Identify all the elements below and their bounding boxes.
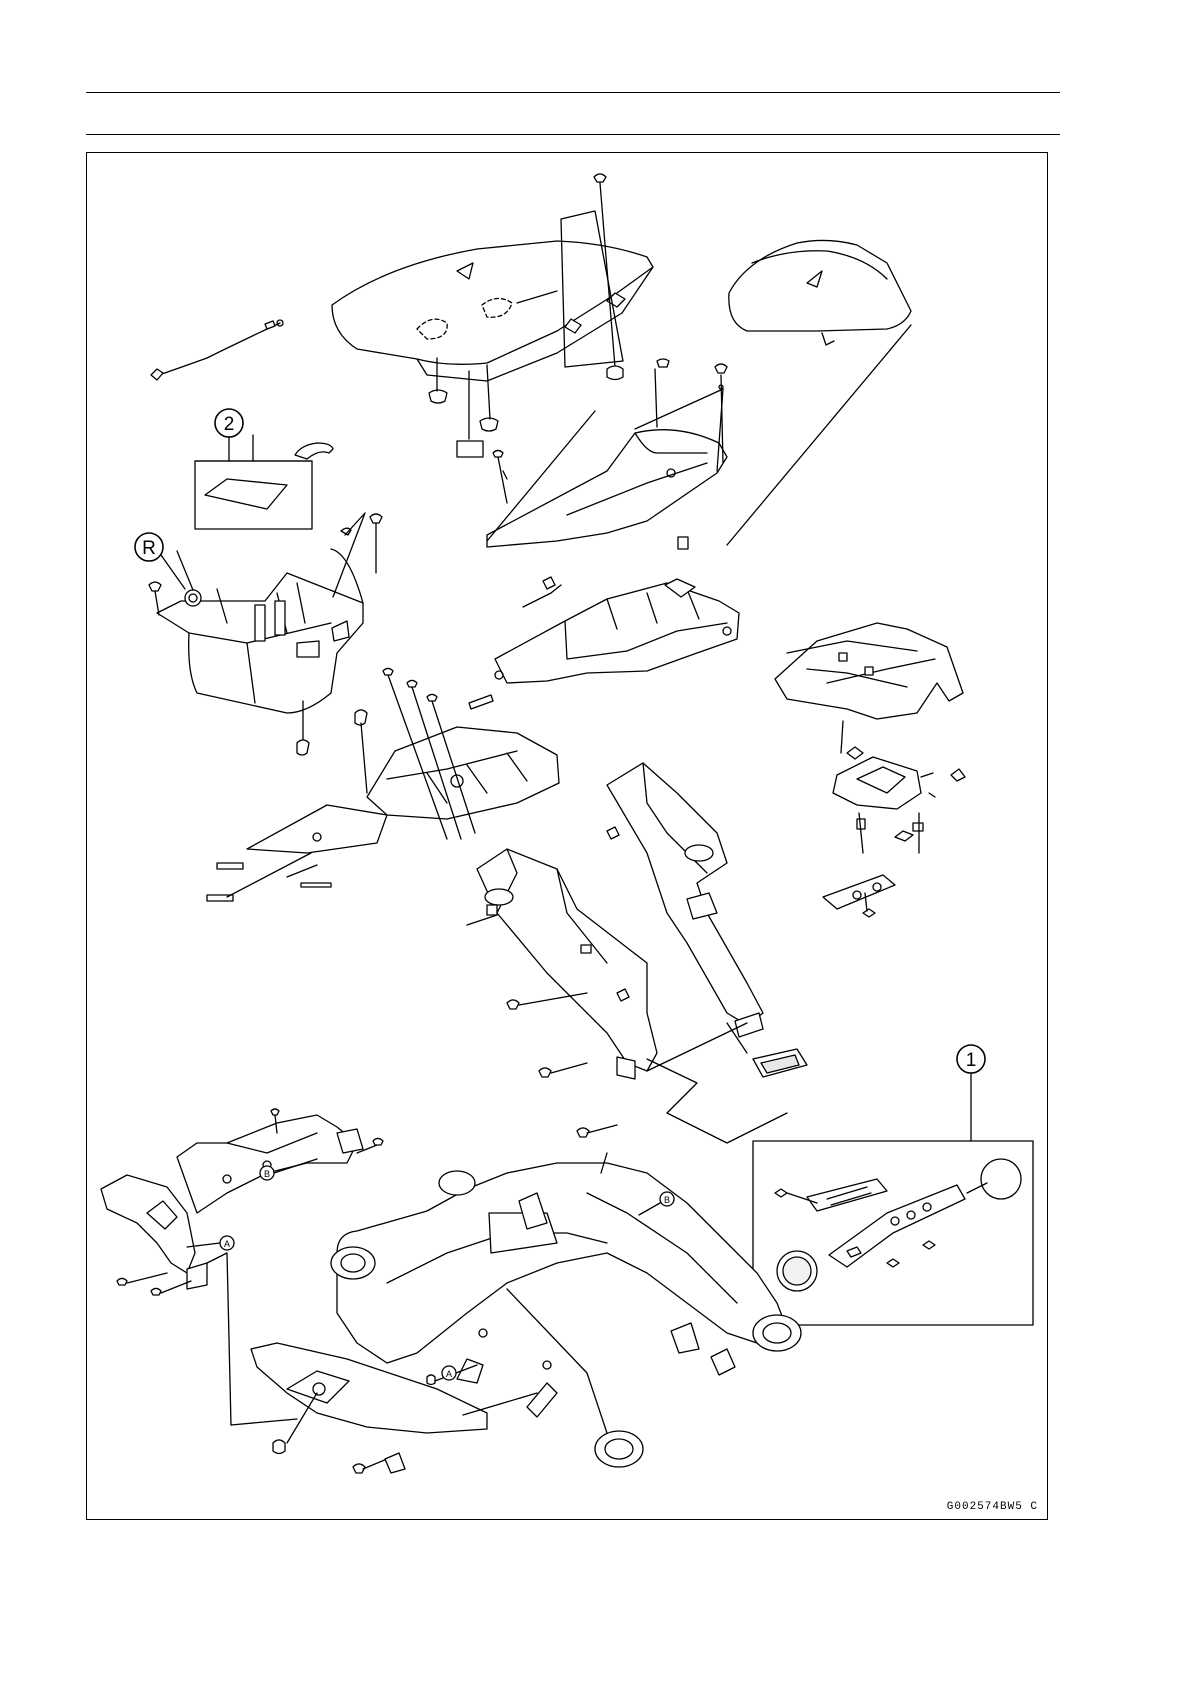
exploded-parts-diagram: 1 2 R A A B B xyxy=(87,153,1049,1521)
callout-R-label: R xyxy=(142,538,156,559)
turn-signal-bracket xyxy=(833,747,965,853)
callout-B-swingarm-label: B xyxy=(664,1195,670,1205)
figure-code: G002574BW5 C xyxy=(947,1501,1038,1513)
header-rule-top xyxy=(86,92,1060,93)
chain-guard-upper xyxy=(177,1109,383,1213)
callout-R: R xyxy=(135,533,185,589)
rear-seat-cowl xyxy=(727,240,911,545)
callout-A-swingarm-label: A xyxy=(446,1369,452,1379)
callout-B-guard-label: B xyxy=(264,1169,270,1179)
tool-kit-callout-box xyxy=(195,435,312,529)
seat-damper-bumpers xyxy=(429,358,498,457)
seat-side-cover xyxy=(487,359,727,547)
callout-1: 1 xyxy=(957,1045,985,1073)
rear-frame-left xyxy=(467,849,657,1079)
sprocket-cover xyxy=(101,1175,297,1425)
license-light-inset xyxy=(753,1059,1033,1325)
battery-strap xyxy=(295,443,333,459)
callout-2-label: 2 xyxy=(224,414,235,435)
license-plate-light-bracket xyxy=(823,875,895,917)
callout-A-swingarm: A xyxy=(442,1366,456,1380)
exploded-view-frame: 1 2 R A A B B G002574BW5 C xyxy=(86,152,1048,1520)
rear-tail-subframe xyxy=(495,577,739,683)
callout-1-label: 1 xyxy=(966,1050,977,1071)
reflector xyxy=(753,1049,807,1077)
tail-cowl xyxy=(775,623,963,753)
callout-A-sprocket-label: A xyxy=(224,1239,230,1249)
frame-leader-lines xyxy=(647,1023,787,1143)
chain-guard-lower xyxy=(251,1343,487,1473)
header-rule-bottom xyxy=(86,134,1060,135)
battery-case xyxy=(157,549,363,713)
seat-lock-cable xyxy=(151,320,283,380)
